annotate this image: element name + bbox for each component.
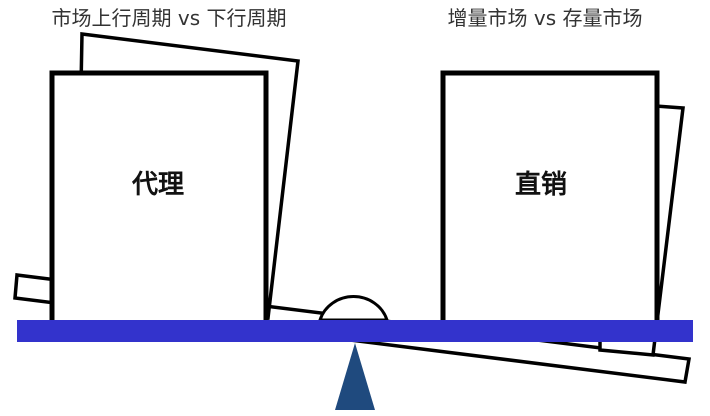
- left-box-label: 代理: [131, 170, 184, 200]
- right-box-label: 直销: [515, 170, 567, 200]
- fulcrum-dome: [317, 295, 390, 322]
- left-title: 市场上行周期 vs 下行周期: [52, 6, 287, 30]
- fulcrum-triangle: [335, 343, 375, 410]
- right-title: 增量市场 vs 存量市场: [448, 6, 643, 30]
- balance-beam: [17, 320, 693, 342]
- right-box: [440, 70, 660, 326]
